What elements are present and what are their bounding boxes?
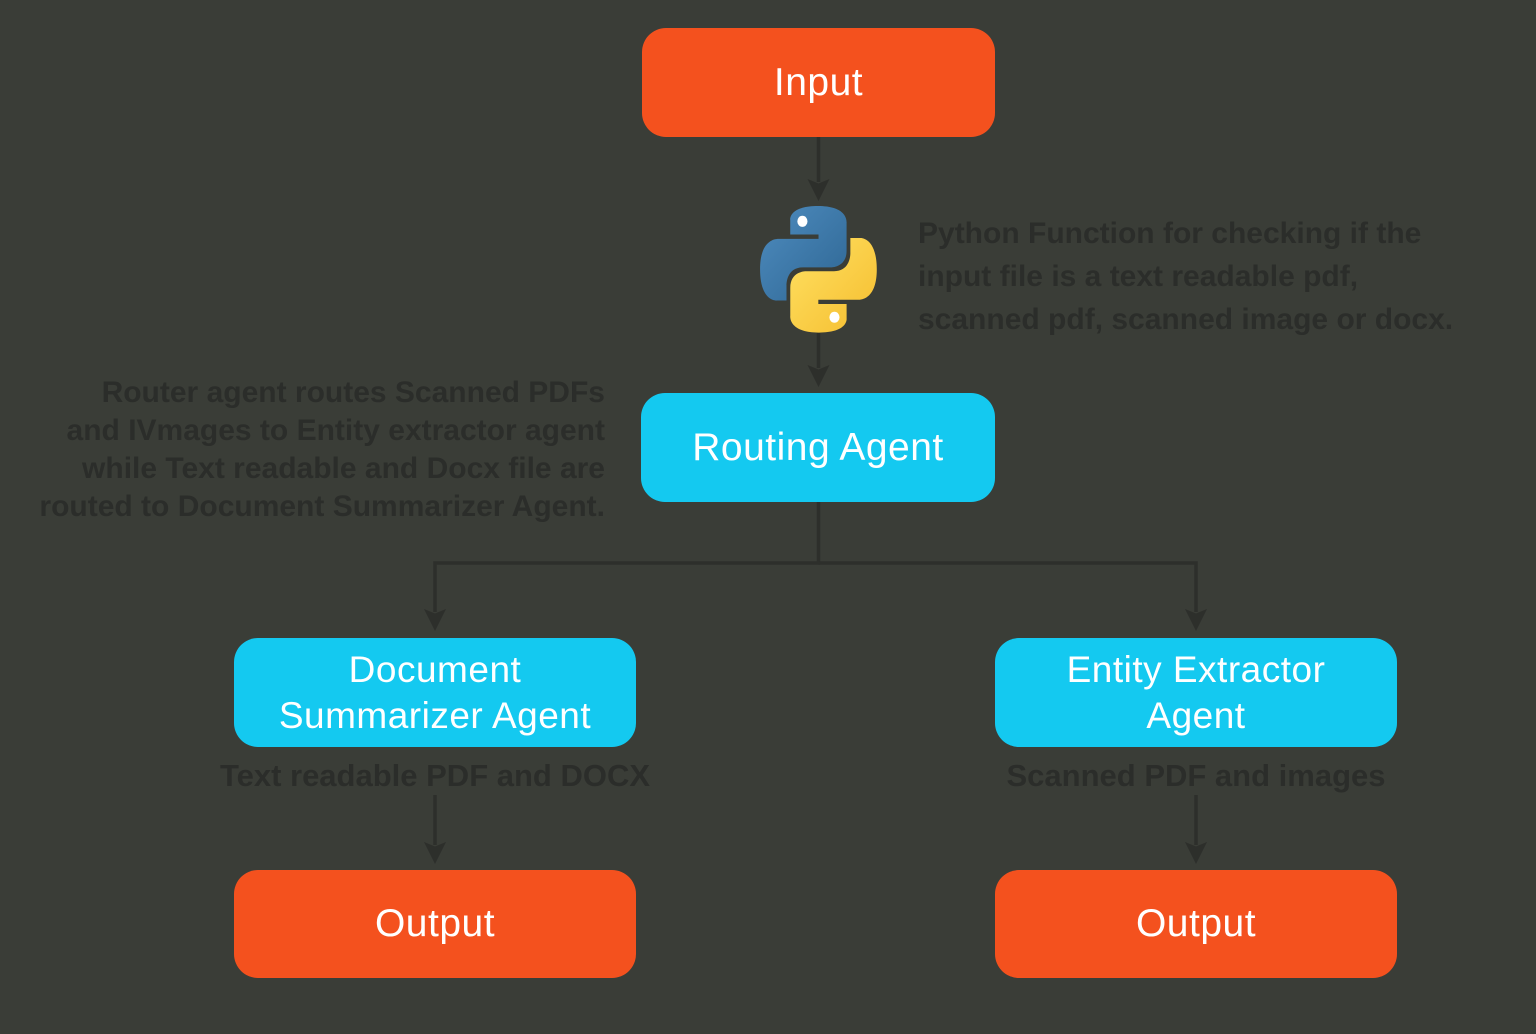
node-document-summarizer-agent: Document Summarizer Agent	[234, 638, 636, 747]
node-output-summarizer-label: Output	[374, 902, 496, 945]
node-output-summarizer: Output	[234, 870, 636, 978]
router-note-line-1: Router agent routes Scanned PDFs	[101, 376, 605, 409]
node-input-label: Input	[773, 60, 864, 104]
router-note-line-3: while Text readable and Docx file are	[82, 452, 605, 485]
node-entity-extractor-agent: Entity Extractor Agent	[995, 638, 1397, 747]
router-note-line-4: routed to Document Summarizer Agent.	[39, 490, 605, 523]
python-note-line-2: input file is a text readable pdf,	[918, 260, 1359, 293]
node-output-extractor: Output	[995, 870, 1397, 978]
node-routing-agent: Routing Agent	[641, 393, 995, 502]
node-entity-extractor-agent-label: Entity Extractor Agent	[1066, 648, 1326, 736]
node-document-summarizer-agent-label: Document Summarizer Agent	[278, 648, 592, 736]
node-output-extractor-label: Output	[1135, 902, 1257, 945]
router-agent-note: Router agent routes Scanned PDFs and IVm…	[8, 374, 605, 526]
connector-routing-to-extractor	[818, 561, 1207, 631]
summarizer-branch-label: Text readable PDF and DOCX	[219, 758, 651, 793]
python-note-line-1: Python Function for checking if the	[918, 217, 1422, 250]
python-note-line-3: scanned pdf, scanned image or docx.	[918, 303, 1454, 336]
router-note-line-2: and IVmages to Entity extractor agent	[66, 414, 605, 447]
node-routing-agent-label: Routing Agent	[692, 425, 944, 469]
extractor-branch-label: Scanned PDF and images	[1006, 758, 1386, 793]
python-function-note: Python Function for checking if the inpu…	[918, 212, 1518, 341]
connector-routing-to-summarizer	[424, 502, 821, 631]
node-input: Input	[642, 28, 995, 137]
python-icon	[760, 206, 877, 333]
